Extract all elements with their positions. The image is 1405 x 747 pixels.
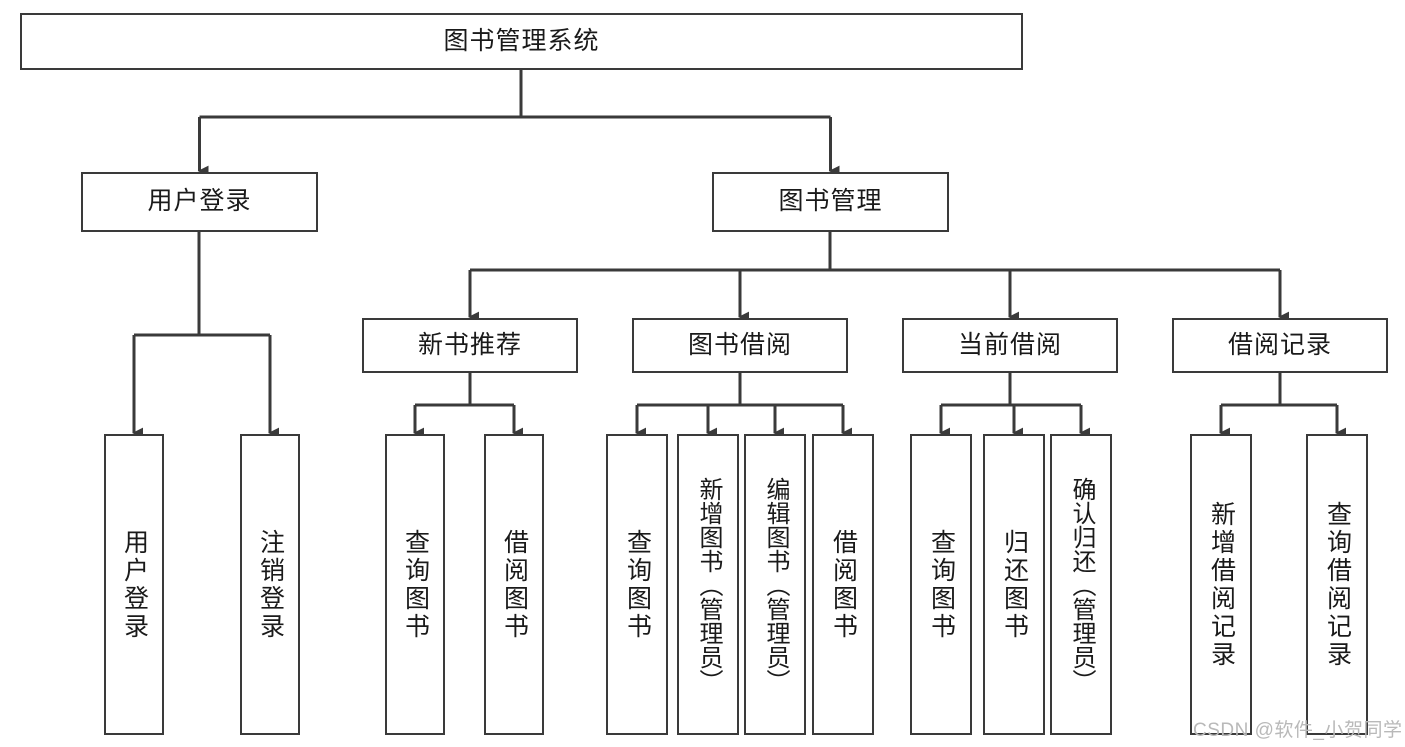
node-current-borrow[interactable]: 当前借阅 [902,318,1118,373]
node-label: 编辑图书（管理员） [762,476,789,693]
leaf-add-book-admin[interactable]: 新增图书（管理员） [677,434,739,735]
leaf-query-book-borrow[interactable]: 查询图书 [606,434,668,735]
node-label: 查询图书 [927,528,956,641]
node-label: 图书管理 [778,187,883,216]
node-book-management[interactable]: 图书管理 [712,172,949,232]
node-label: 借阅图书 [500,528,529,641]
leaf-edit-book-admin[interactable]: 编辑图书（管理员） [744,434,806,735]
node-label: 查询借阅记录 [1323,500,1352,669]
node-label: 图书借阅 [687,330,792,359]
leaf-borrow-book-newbook[interactable]: 借阅图书 [484,434,544,735]
node-label: 归还图书 [1000,528,1029,641]
node-label: 确认归还（管理员） [1068,476,1095,693]
node-user-login[interactable]: 用户登录 [81,172,318,232]
node-label: 借阅图书 [829,528,858,641]
node-label: 用户登录 [147,187,252,216]
node-label: 新书推荐 [417,330,522,359]
node-borrow-records[interactable]: 借阅记录 [1172,318,1388,373]
leaf-query-borrow-record[interactable]: 查询借阅记录 [1306,434,1368,735]
node-label: 借阅记录 [1227,330,1332,359]
leaf-user-login[interactable]: 用户登录 [104,434,164,735]
leaf-add-borrow-record[interactable]: 新增借阅记录 [1190,434,1252,735]
node-label: 图书管理系统 [443,26,600,55]
node-label: 查询图书 [623,528,652,641]
node-label: 当前借阅 [957,330,1062,359]
node-label: 新增借阅记录 [1207,500,1236,669]
node-new-book-recommend[interactable]: 新书推荐 [362,318,578,373]
leaf-user-logout[interactable]: 注销登录 [240,434,300,735]
leaf-query-book-newbook[interactable]: 查询图书 [385,434,445,735]
node-root-system[interactable]: 图书管理系统 [20,13,1023,70]
leaf-return-book[interactable]: 归还图书 [983,434,1045,735]
node-label: 新增图书（管理员） [695,476,722,693]
leaf-confirm-return-admin[interactable]: 确认归还（管理员） [1050,434,1112,735]
leaf-borrow-book[interactable]: 借阅图书 [812,434,874,735]
node-book-borrow[interactable]: 图书借阅 [632,318,848,373]
csdn-watermark: CSDN @软件_小贺同学 [1193,720,1403,741]
leaf-query-book-current[interactable]: 查询图书 [910,434,972,735]
node-label: 注销登录 [256,528,285,641]
node-label: 用户登录 [120,528,149,641]
node-label: 查询图书 [401,528,430,641]
